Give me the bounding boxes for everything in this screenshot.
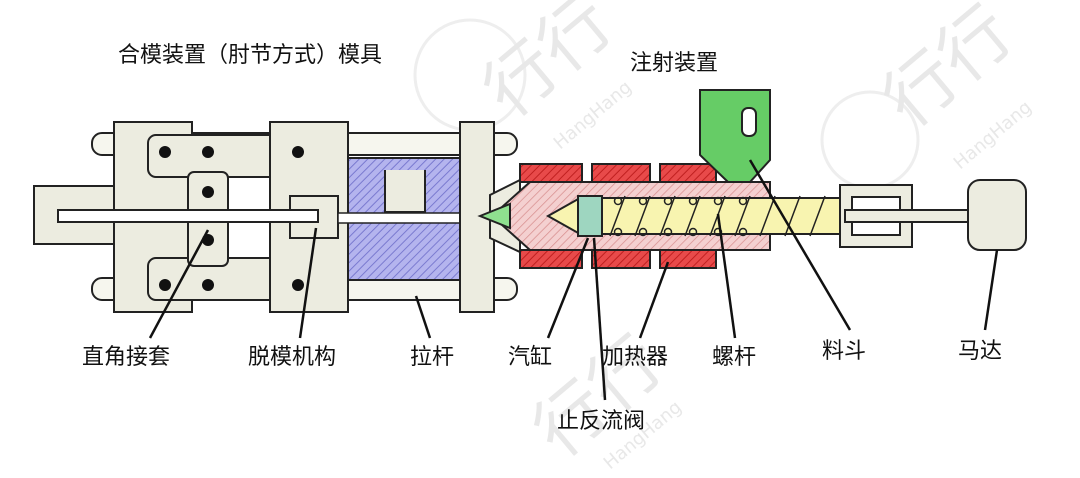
watermark-text: 行行	[518, 320, 678, 473]
leader-tie-bar	[414, 295, 432, 339]
label-heater: 加热器	[602, 345, 668, 370]
leader-motor	[983, 249, 999, 331]
label-cylinder: 汽缸	[508, 345, 552, 370]
heater-band	[591, 249, 651, 269]
clamping-unit	[33, 121, 521, 313]
pin-icon	[292, 279, 304, 291]
leader-heater	[638, 261, 670, 339]
leader-ejector	[298, 227, 318, 339]
heater-band	[519, 249, 583, 269]
watermark-text: HangHang	[950, 97, 1036, 174]
injection-unit-title: 注射装置	[630, 51, 718, 76]
heater-band	[519, 163, 583, 183]
leader-lines	[148, 159, 999, 401]
leader-hopper	[748, 159, 852, 331]
drive-shaft	[844, 209, 976, 223]
pin-icon	[159, 279, 171, 291]
leader-check-valve	[592, 237, 607, 401]
label-check-valve: 止反流阀	[557, 409, 645, 434]
nozzle-tip	[477, 202, 511, 230]
label-motor: 马达	[958, 339, 1002, 364]
injection-unit	[477, 89, 1027, 269]
mold-core	[384, 170, 426, 213]
label-toggle: 直角接套	[82, 345, 170, 370]
label-tie-bar: 拉杆	[410, 345, 454, 370]
hopper-window	[741, 107, 757, 137]
pin-icon	[159, 146, 171, 158]
motor	[967, 179, 1027, 251]
clamp-piston-rod	[57, 209, 319, 223]
leader-cylinder	[546, 237, 590, 339]
pin-icon	[202, 279, 214, 291]
leader-toggle	[148, 229, 210, 339]
clamping-unit-title: 合模装置（肘节方式）模具	[118, 43, 382, 68]
label-screw: 螺杆	[712, 345, 756, 370]
ejector-pin	[337, 212, 469, 224]
pin-icon	[202, 186, 214, 198]
label-ejector: 脱模机构	[248, 345, 336, 370]
pin-icon	[292, 146, 304, 158]
heater-band	[659, 249, 717, 269]
heater-band	[659, 163, 717, 183]
check-valve	[577, 195, 603, 237]
label-hopper: 料斗	[822, 339, 866, 364]
pin-icon	[202, 146, 214, 158]
leader-screw	[716, 213, 737, 339]
heater-band	[591, 163, 651, 183]
